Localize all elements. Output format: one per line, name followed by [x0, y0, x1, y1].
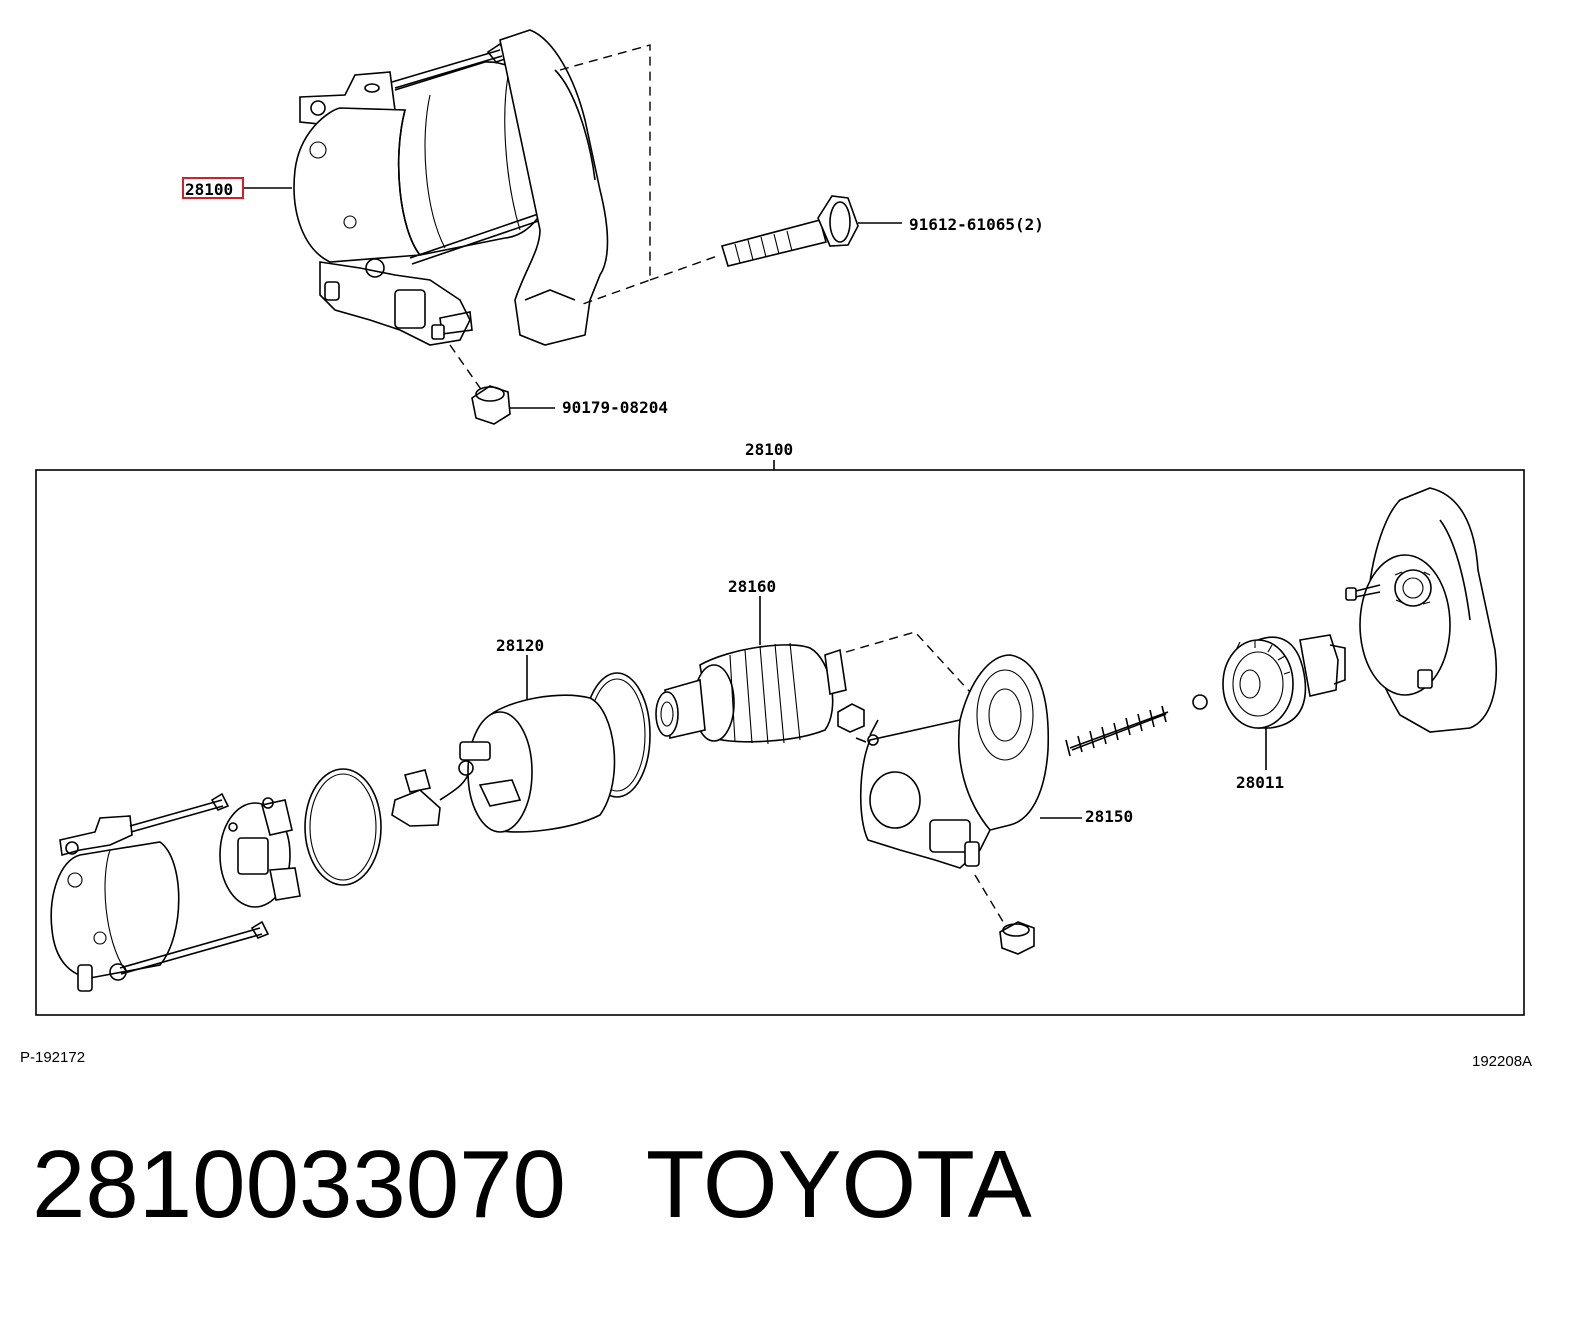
ball-drawing — [1192, 694, 1208, 710]
ref-left: P-192172 — [20, 1049, 85, 1066]
brand-name: TOYOTA — [645, 1131, 1032, 1238]
clutch-drawing — [1222, 634, 1346, 729]
footer-caption: 2810033070 TOYOTA — [32, 1130, 1112, 1240]
box-title: 28100 — [745, 440, 793, 459]
nut-drawing — [471, 385, 511, 425]
brush-holder-drawing — [219, 797, 301, 908]
callout-bolt: 91612-61065(2) — [909, 215, 1044, 234]
small-nut-drawing — [837, 703, 865, 733]
callout-starter-assembly: 28100 — [185, 180, 233, 199]
highlight-box — [182, 177, 244, 199]
spring-drawing — [1065, 705, 1169, 757]
callout-yoke: 28120 — [496, 636, 544, 655]
o-ring-drawing — [304, 768, 382, 886]
yoke-drawing — [458, 672, 651, 833]
exploded-view-frame — [35, 469, 1525, 1016]
starter-assembly-drawing — [293, 29, 721, 396]
housing-drawing — [855, 654, 1050, 869]
armature-drawing — [655, 642, 847, 745]
bottom-nut-drawing — [999, 921, 1035, 955]
ref-right: 192208A — [1472, 1053, 1532, 1070]
callout-armature: 28160 — [728, 577, 776, 596]
front-housing-drawing — [1345, 487, 1498, 733]
callout-clutch: 28011 — [1236, 773, 1284, 792]
rear-cover-drawing — [50, 792, 270, 992]
callout-nut: 90179-08204 — [562, 398, 668, 417]
bolt-drawing — [720, 195, 859, 267]
part-number: 2810033070 — [32, 1131, 566, 1238]
lead-clip-drawing — [391, 769, 471, 827]
callout-housing: 28150 — [1085, 807, 1133, 826]
